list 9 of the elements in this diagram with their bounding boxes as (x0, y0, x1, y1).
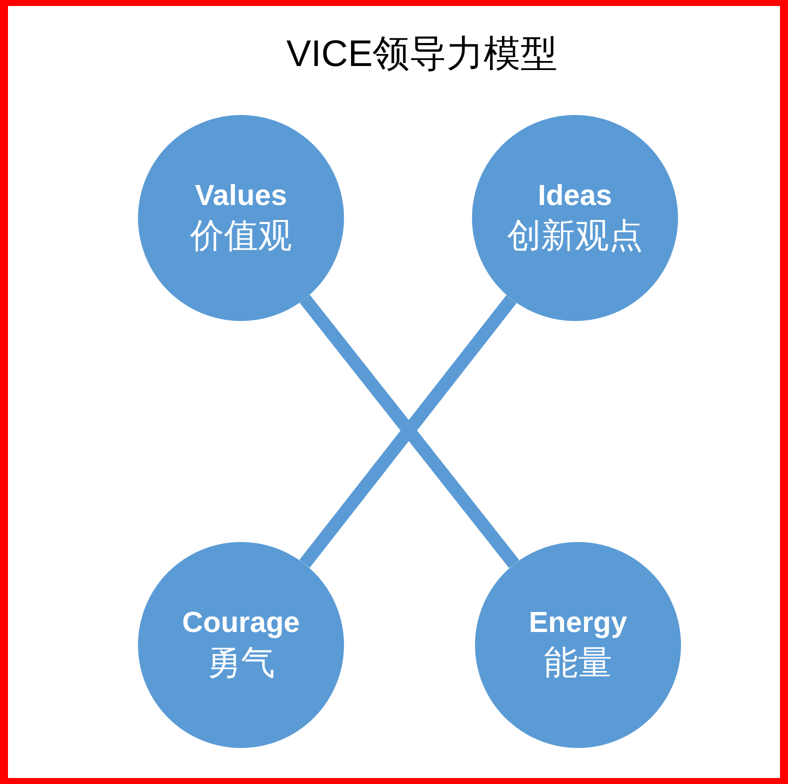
node-label: 勇气 (207, 642, 275, 684)
node-label: 创新观点 (507, 215, 643, 257)
node-heading: Energy (528, 606, 628, 640)
node-heading: Courage (182, 606, 300, 640)
node-label: 能量 (544, 642, 612, 684)
node-heading: Ideas (538, 179, 612, 213)
node-label: 价值观 (190, 215, 292, 257)
node-heading: Values (195, 179, 287, 213)
diagram-title: VICE领导力模型 (286, 32, 558, 76)
